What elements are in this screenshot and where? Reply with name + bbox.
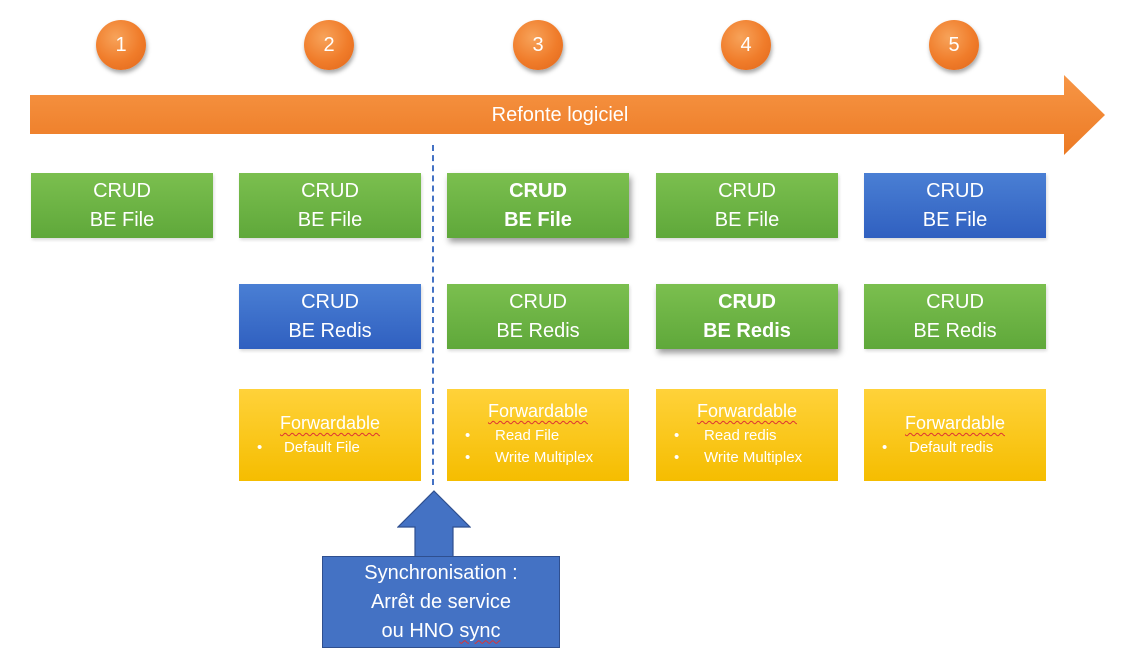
step-3-circle: 3 [513,20,563,70]
col4-crud-be-file: CRUD BE File [656,173,838,238]
list-item: Default File [239,437,421,459]
list-item: Default redis [864,437,1046,459]
list-item: Read File [447,425,629,447]
box-line1: CRUD [301,179,359,202]
up-arrow-icon [397,490,471,560]
box-line2: BE Redis [288,319,372,342]
list-item: Read redis [656,425,838,447]
col1-crud-be-file: CRUD BE File [31,173,213,238]
forwardable-list: Read redis Write Multiplex [656,425,838,469]
list-item: Write Multiplex [447,447,629,469]
sync-line3-word: sync [459,619,501,642]
box-line1: CRUD [93,179,151,202]
box-line2: BE File [504,208,572,231]
sync-line2: Arrêt de service [370,590,512,613]
col2-crud-be-redis: CRUD BE Redis [239,284,421,349]
box-line1: CRUD [509,290,567,313]
box-line2: BE File [922,208,988,231]
col5-crud-be-file: CRUD BE File [864,173,1046,238]
forwardable-title: Forwardable [904,413,1006,433]
col2-crud-be-file: CRUD BE File [239,173,421,238]
box-line1: CRUD [509,179,567,202]
forwardable-title: Forwardable [696,401,798,421]
box-line1: CRUD [301,290,359,313]
step-5-circle: 5 [929,20,979,70]
box-line1: CRUD [926,290,984,313]
box-line2: BE File [89,208,155,231]
timeline-arrow [30,75,1105,155]
box-line1: CRUD [718,290,776,313]
forwardable-list: Default File [239,437,421,459]
sync-line3: ou HNO sync [323,617,559,646]
box-line2: BE Redis [703,319,791,342]
col4-crud-be-redis: CRUD BE Redis [656,284,838,349]
timeline-label: Refonte logiciel [491,104,629,126]
col3-crud-be-file: CRUD BE File [447,173,629,238]
box-line1: CRUD [926,179,984,202]
col5-forwardable-box: Forwardable Default redis [864,389,1046,481]
step-1-circle: 1 [96,20,146,70]
forwardable-title: Forwardable [487,401,589,421]
sync-callout-box: Synchronisation : Arrêt de service ou HN… [322,556,560,648]
step-2-circle: 2 [304,20,354,70]
col3-crud-be-redis: CRUD BE Redis [447,284,629,349]
box-line2: BE File [297,208,363,231]
col2-forwardable-box: Forwardable Default File [239,389,421,481]
col5-crud-be-redis: CRUD BE Redis [864,284,1046,349]
list-item: Write Multiplex [656,447,838,469]
box-line2: BE File [714,208,780,231]
sync-line3-text: ou HNO [381,619,460,642]
box-line1: CRUD [718,179,776,202]
forwardable-list: Read File Write Multiplex [447,425,629,469]
col4-forwardable-box: Forwardable Read redis Write Multiplex [656,389,838,481]
sync-line1: Synchronisation : [364,561,518,584]
col3-forwardable-box: Forwardable Read File Write Multiplex [447,389,629,481]
forwardable-title: Forwardable [279,413,381,433]
box-line2: BE Redis [496,319,580,342]
box-line2: BE Redis [913,319,997,342]
forwardable-list: Default redis [864,437,1046,459]
sync-divider-line [432,145,434,485]
step-4-circle: 4 [721,20,771,70]
